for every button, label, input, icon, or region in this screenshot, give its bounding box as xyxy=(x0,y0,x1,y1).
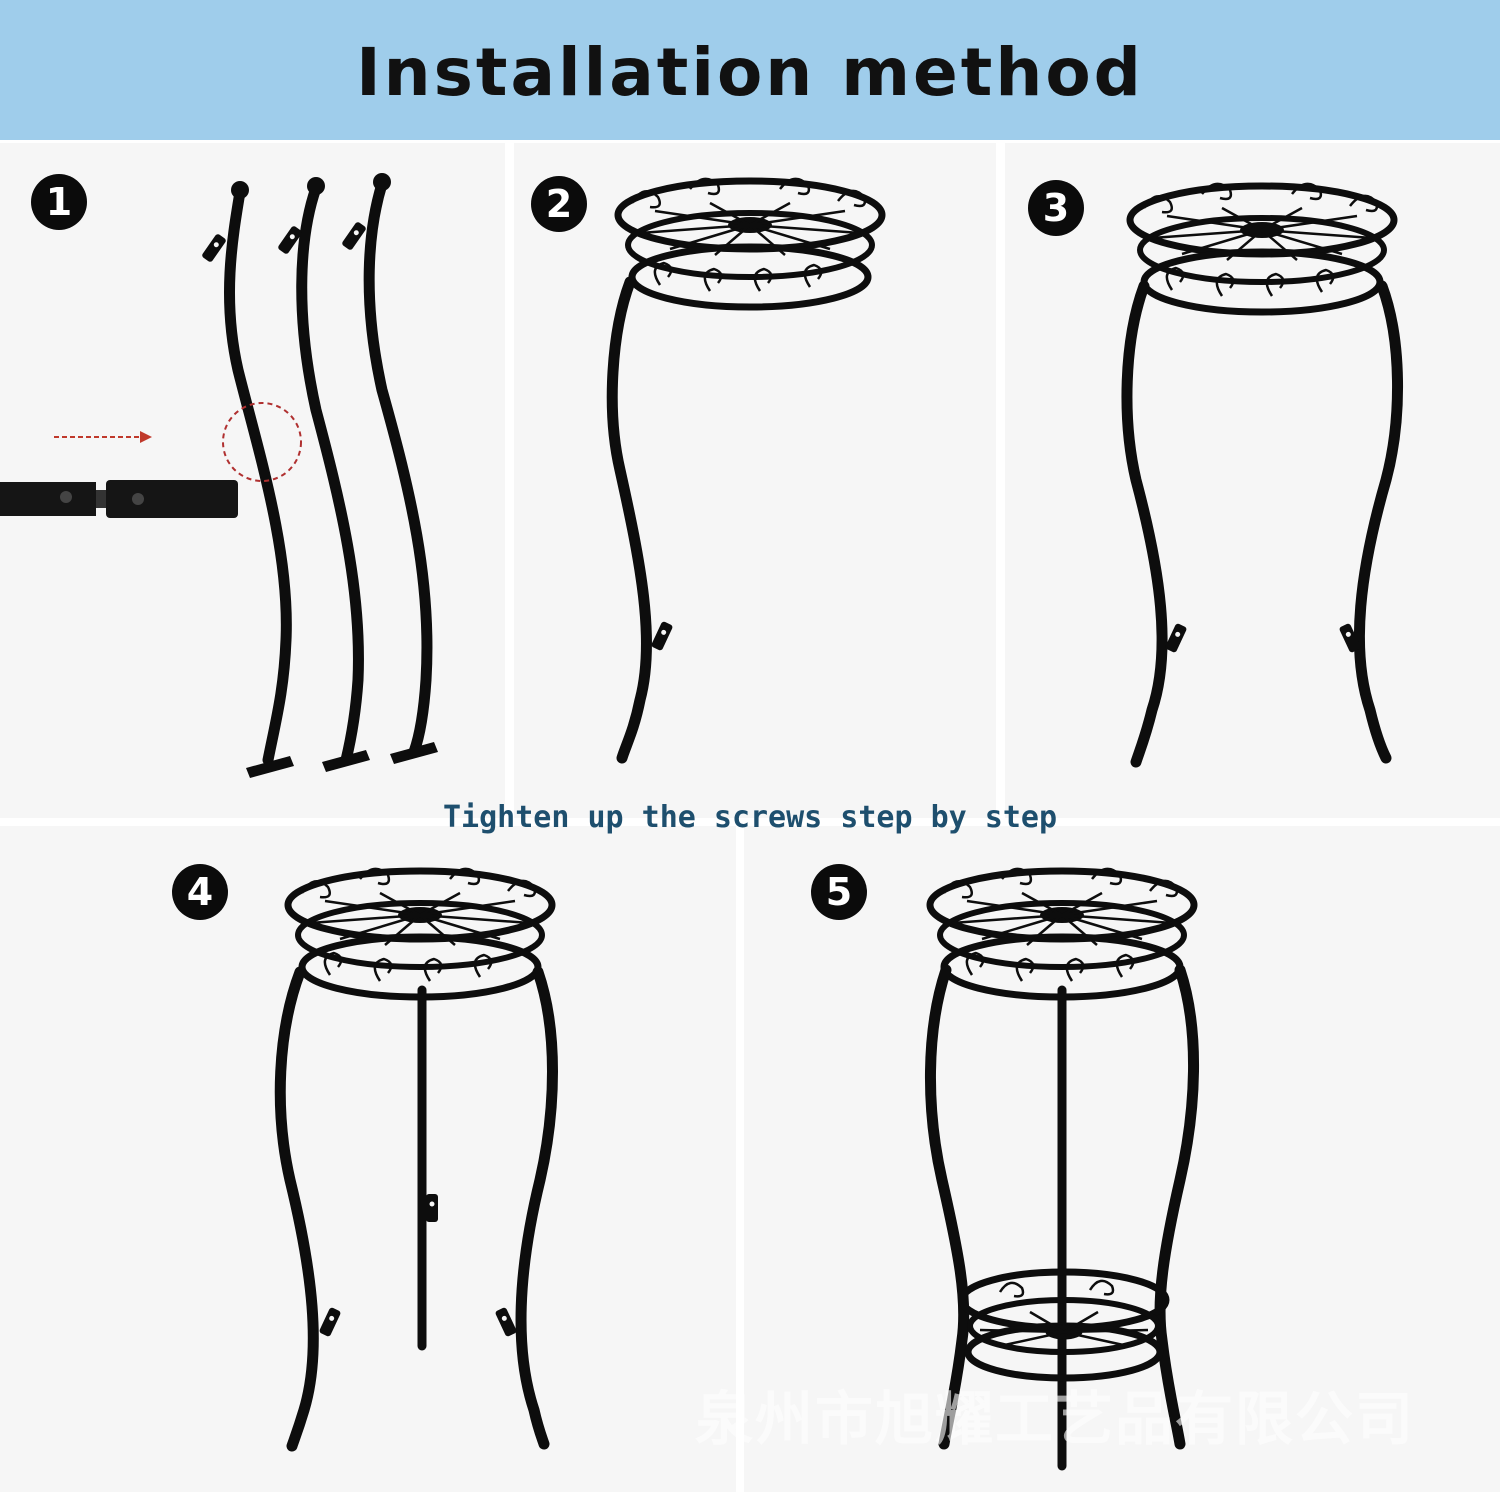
step-2-panel xyxy=(514,143,996,818)
step-2-badge: 2 xyxy=(531,176,587,232)
page-title: Installation method xyxy=(356,34,1144,111)
step-1-badge: 1 xyxy=(31,174,87,230)
arrow-icon xyxy=(54,431,152,443)
step-5-badge: 5 xyxy=(811,864,867,920)
step-4-badge: 4 xyxy=(172,864,228,920)
step-3-badge: 3 xyxy=(1028,180,1084,236)
instruction-caption: Tighten up the screws step by step xyxy=(442,800,1058,835)
title-banner: Installation method xyxy=(0,0,1500,140)
highlight-circle-icon xyxy=(222,402,302,482)
tube-connector xyxy=(0,480,238,518)
watermark-text: 泉州市旭耀工艺品有限公司 xyxy=(695,1385,1416,1453)
step-1-legs xyxy=(224,178,433,766)
